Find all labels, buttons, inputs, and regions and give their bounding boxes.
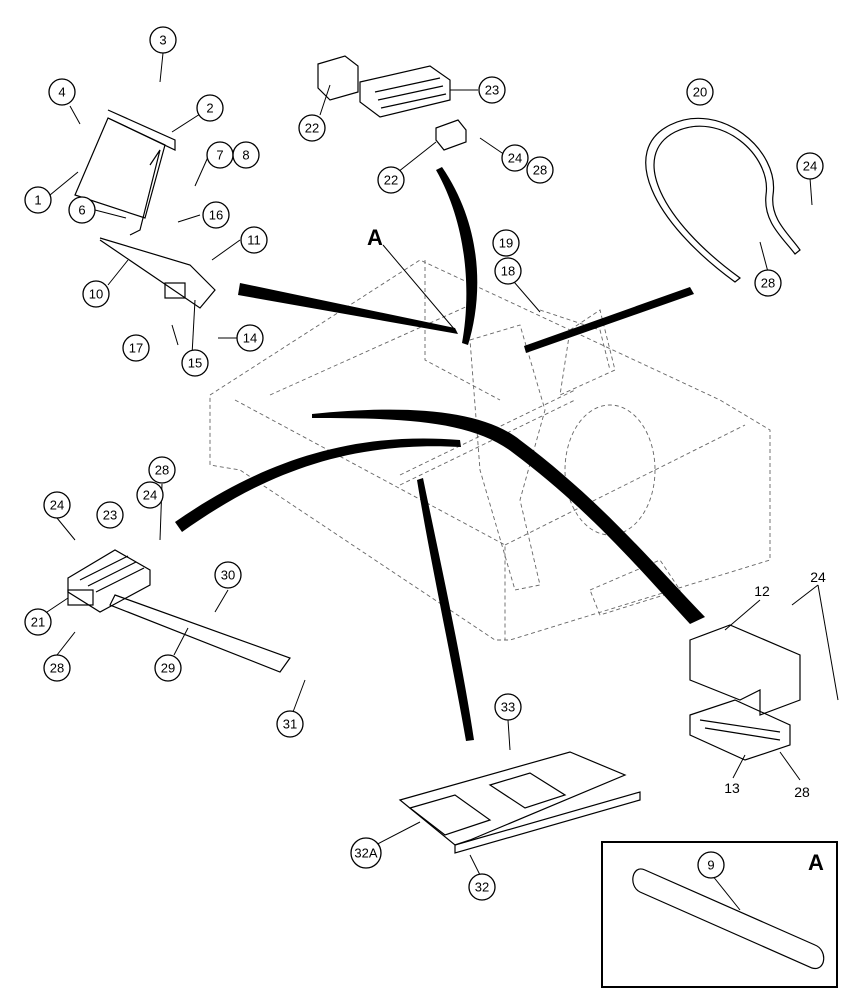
mower-frame-outline xyxy=(209,259,771,641)
svg-text:11: 11 xyxy=(247,233,261,248)
svg-text:30: 30 xyxy=(221,568,235,583)
callout-24-top: 24 xyxy=(501,144,529,172)
leader-lines xyxy=(37,52,839,876)
callout-24-right: 24 xyxy=(796,152,824,180)
svg-text:28: 28 xyxy=(155,463,169,478)
callout-10: 10 xyxy=(82,280,110,308)
svg-text:32A: 32A xyxy=(354,846,377,861)
callout-24-left: 24 xyxy=(43,491,71,519)
callout-1: 1 xyxy=(24,186,52,214)
callout-4: 4 xyxy=(48,78,76,106)
main-view-letter: A xyxy=(367,225,383,250)
svg-text:10: 10 xyxy=(89,287,103,302)
svg-text:17: 17 xyxy=(129,341,143,356)
svg-text:20: 20 xyxy=(693,85,707,100)
callout-28-left-low: 28 xyxy=(43,654,71,682)
svg-text:31: 31 xyxy=(283,717,297,732)
svg-text:2: 2 xyxy=(206,101,213,116)
shield-assembly xyxy=(74,109,216,309)
callout-22-lower: 22 xyxy=(377,166,405,194)
callout-33: 33 xyxy=(494,693,522,721)
callout-20: 20 xyxy=(686,78,714,106)
svg-text:33: 33 xyxy=(501,700,515,715)
svg-text:9: 9 xyxy=(707,858,714,873)
platform-assembly xyxy=(398,751,641,854)
callout-21: 21 xyxy=(24,608,52,636)
svg-text:24: 24 xyxy=(143,488,157,503)
callout-8: 8 xyxy=(232,141,260,169)
svg-text:24: 24 xyxy=(803,159,817,174)
rear-step-assembly xyxy=(689,624,801,761)
svg-text:22: 22 xyxy=(305,121,319,136)
svg-text:4: 4 xyxy=(58,85,65,100)
svg-text:18: 18 xyxy=(501,264,515,279)
callout-28-left: 28 xyxy=(148,456,176,484)
pointer-bands xyxy=(175,167,705,741)
detail-view-letter: A xyxy=(808,850,824,875)
callout-15: 15 xyxy=(181,349,209,377)
svg-text:14: 14 xyxy=(243,331,257,346)
callout-18: 18 xyxy=(494,257,522,285)
svg-text:23: 23 xyxy=(103,508,117,523)
svg-text:28: 28 xyxy=(761,276,775,291)
callout-31: 31 xyxy=(276,710,304,738)
label-13: 13 xyxy=(724,780,740,796)
callout-11: 11 xyxy=(240,226,268,254)
callout-32a: 32A xyxy=(350,837,382,869)
callout-23-top: 23 xyxy=(478,76,506,104)
left-step-assembly xyxy=(67,549,291,673)
svg-text:28: 28 xyxy=(533,163,547,178)
callout-24-left-mid: 24 xyxy=(136,481,164,509)
label-28: 28 xyxy=(794,784,810,800)
callout-29: 29 xyxy=(154,654,182,682)
callout-28-top: 28 xyxy=(526,156,554,184)
svg-text:21: 21 xyxy=(31,615,45,630)
callout-7: 7 xyxy=(206,141,234,169)
callout-23-left: 23 xyxy=(96,501,124,529)
svg-text:24: 24 xyxy=(508,151,522,166)
callout-9: 9 xyxy=(697,851,725,879)
svg-text:8: 8 xyxy=(242,148,249,163)
svg-text:24: 24 xyxy=(50,498,64,513)
svg-text:28: 28 xyxy=(50,661,64,676)
callout-14: 14 xyxy=(236,324,264,352)
svg-text:1: 1 xyxy=(34,193,41,208)
tube-part-9 xyxy=(632,868,825,969)
callout-16: 16 xyxy=(202,201,230,229)
svg-text:19: 19 xyxy=(499,236,513,251)
svg-text:22: 22 xyxy=(384,173,398,188)
callout-3: 3 xyxy=(149,26,177,54)
callout-19: 19 xyxy=(492,229,520,257)
callout-28-right: 28 xyxy=(754,269,782,297)
svg-text:3: 3 xyxy=(159,33,166,48)
callout-17: 17 xyxy=(122,334,150,362)
svg-text:7: 7 xyxy=(216,148,223,163)
svg-text:29: 29 xyxy=(161,661,175,676)
callout-2: 2 xyxy=(196,94,224,122)
label-12: 12 xyxy=(754,583,770,599)
svg-text:15: 15 xyxy=(188,356,202,371)
top-step-assembly xyxy=(317,55,467,151)
svg-text:32: 32 xyxy=(475,880,489,895)
callout-32: 32 xyxy=(468,873,496,901)
callout-30: 30 xyxy=(214,561,242,589)
handle-bar xyxy=(645,117,801,283)
svg-text:6: 6 xyxy=(78,203,85,218)
svg-text:23: 23 xyxy=(485,83,499,98)
svg-text:16: 16 xyxy=(209,208,223,223)
label-24: 24 xyxy=(810,569,826,585)
detail-frame xyxy=(601,841,838,988)
callout-22-top: 22 xyxy=(298,114,326,142)
callout-6: 6 xyxy=(68,196,96,224)
detail-view-a: A xyxy=(601,841,838,988)
